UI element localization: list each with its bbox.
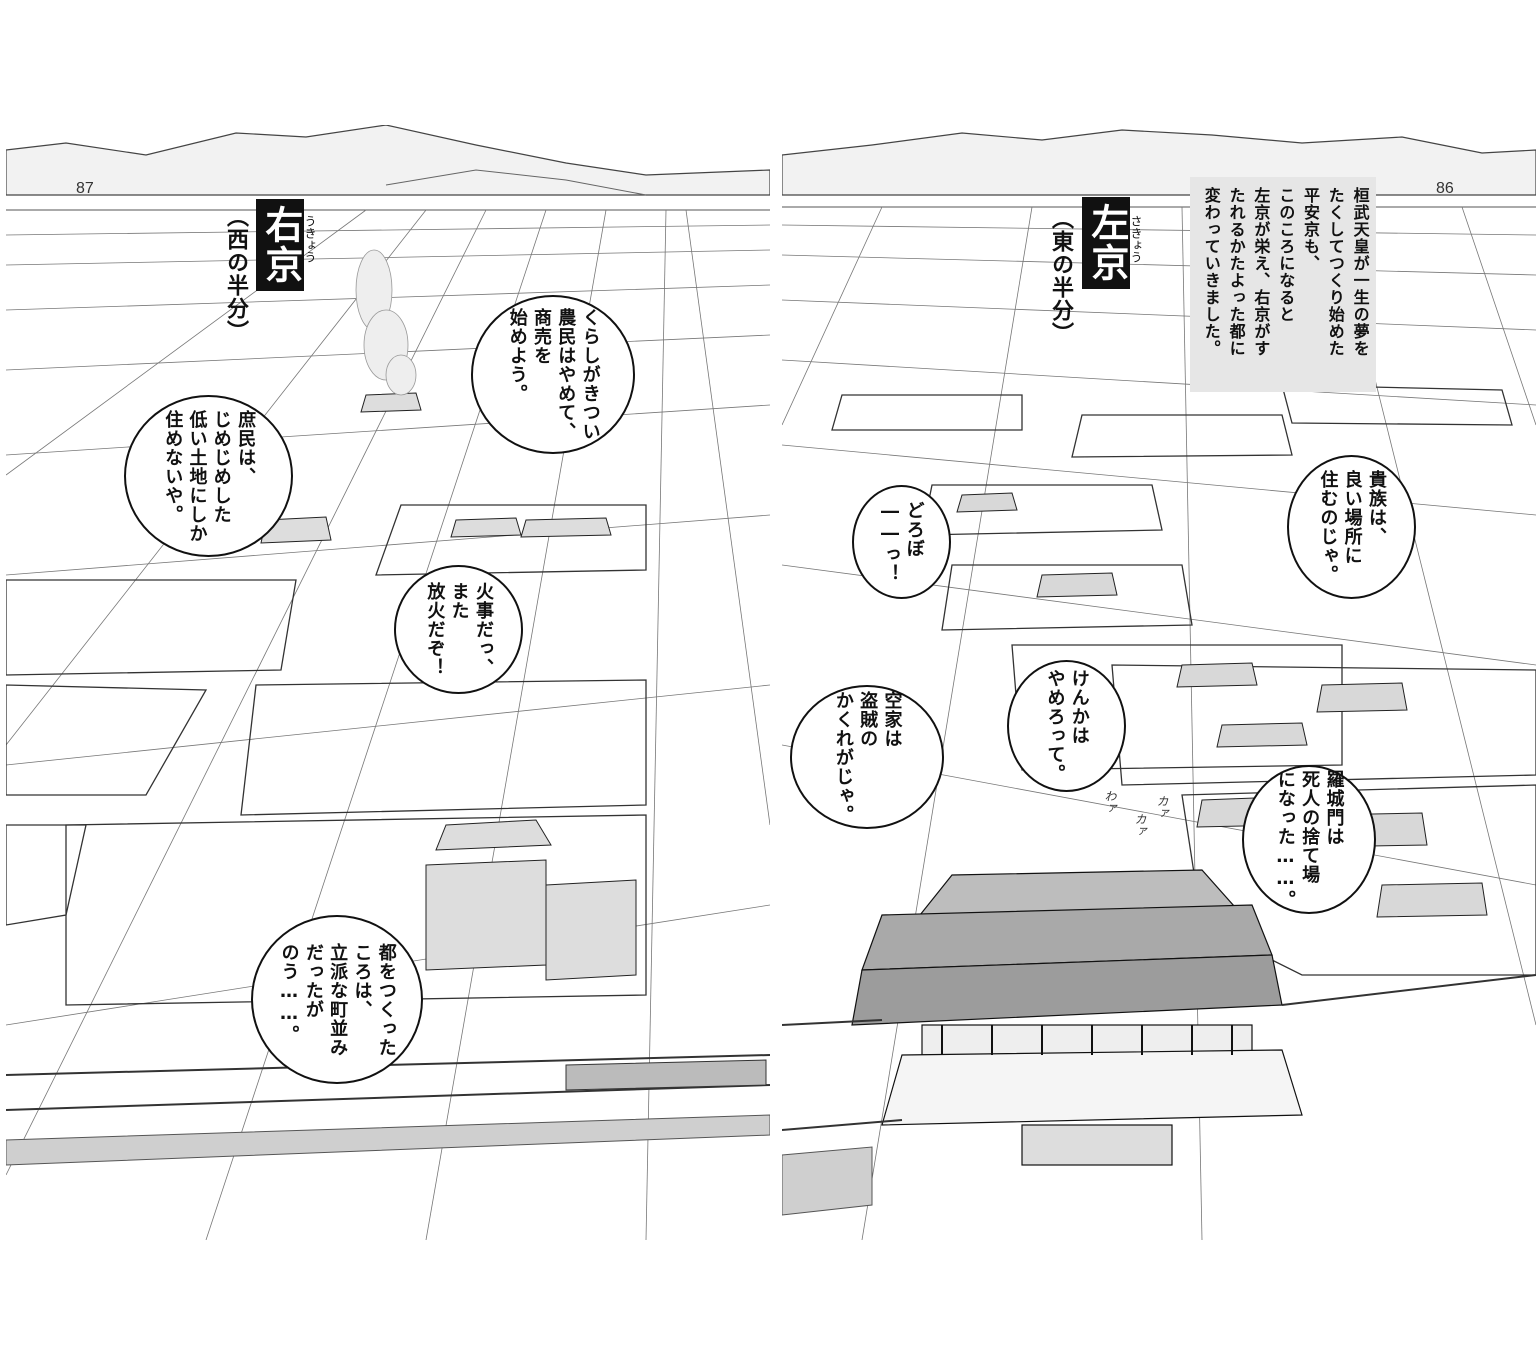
bubble-text: 庶民は、 じめじめした 低い土地にしか 住めないや。 (162, 409, 257, 543)
page-number: 87 (76, 180, 94, 197)
page-number: 86 (1436, 180, 1454, 197)
speech-bubble-rashomon: 羅城門は 死人の捨て場 になった……。 (1242, 765, 1376, 914)
bubble-text: 火事だっ、 また 放火だぞ！ (424, 582, 494, 677)
title-reading: うきょう (303, 215, 317, 263)
speech-bubble-fight: けんかは やめろって。 (1007, 660, 1126, 792)
bubble-text: どろぼ ――っ！ (879, 501, 925, 583)
right-page: 86 左京 さきょう （東の半分） 桓武天皇が一生の夢を たくしてつくり始めた … (782, 125, 1536, 1240)
page-title-sakyo: 左京 (1082, 197, 1130, 289)
narration-box: 桓武天皇が一生の夢を たくしてつくり始めた 平安京も、 このころになると 左京が… (1190, 177, 1376, 392)
speech-bubble-fire: 火事だっ、 また 放火だぞ！ (394, 565, 523, 694)
speech-bubble-empty-house: 空家は 盗賊の かくれがじゃ。 (790, 685, 944, 829)
page-title-ukyo: 右京 (256, 199, 304, 291)
speech-bubble-thief: どろぼ ――っ！ (852, 485, 951, 599)
subtitle-east-half: （東の半分） (1048, 207, 1073, 345)
bubble-text: けんかは やめろって。 (1044, 669, 1090, 783)
left-page: 87 右京 うきょう （西の半分） くらしがきつい 農民はやめて、 商売を 始め… (6, 125, 770, 1240)
speech-bubble-capital: 都をつくった ころは、 立派な町並み だったが のう……。 (251, 915, 423, 1084)
bubble-text: 都をつくった ころは、 立派な町並み だったが のう……。 (278, 942, 397, 1057)
speech-bubble-farmers: くらしがきつい 農民はやめて、 商売を 始めよう。 (471, 295, 635, 454)
city-illustration-west (6, 125, 770, 1240)
speech-bubble-nobles: 貴族は、 良い場所に 住むのじゃ。 (1287, 455, 1416, 599)
title-reading: さきょう (1129, 215, 1143, 263)
narration-text: 桓武天皇が一生の夢を たくしてつくり始めた 平安京も、 このころになると 左京が… (1201, 187, 1370, 357)
city-illustration-east (782, 129, 1536, 1240)
bubble-text: くらしがきつい 農民はやめて、 商売を 始めよう。 (506, 308, 601, 441)
subtitle-west-half: （西の半分） (223, 205, 248, 343)
crowd-sound-effect: わァ (1103, 790, 1117, 814)
crow-sound-effect: カァ (1133, 813, 1147, 837)
crow-sound-effect: カァ (1155, 795, 1169, 819)
bubble-text: 貴族は、 良い場所に 住むのじゃ。 (1317, 470, 1387, 584)
speech-bubble-commoners: 庶民は、 じめじめした 低い土地にしか 住めないや。 (124, 395, 293, 557)
bubble-text: 空家は 盗賊の かくれがじゃ。 (832, 690, 903, 824)
bubble-text: 羅城門は 死人の捨て場 になった……。 (1274, 770, 1345, 909)
